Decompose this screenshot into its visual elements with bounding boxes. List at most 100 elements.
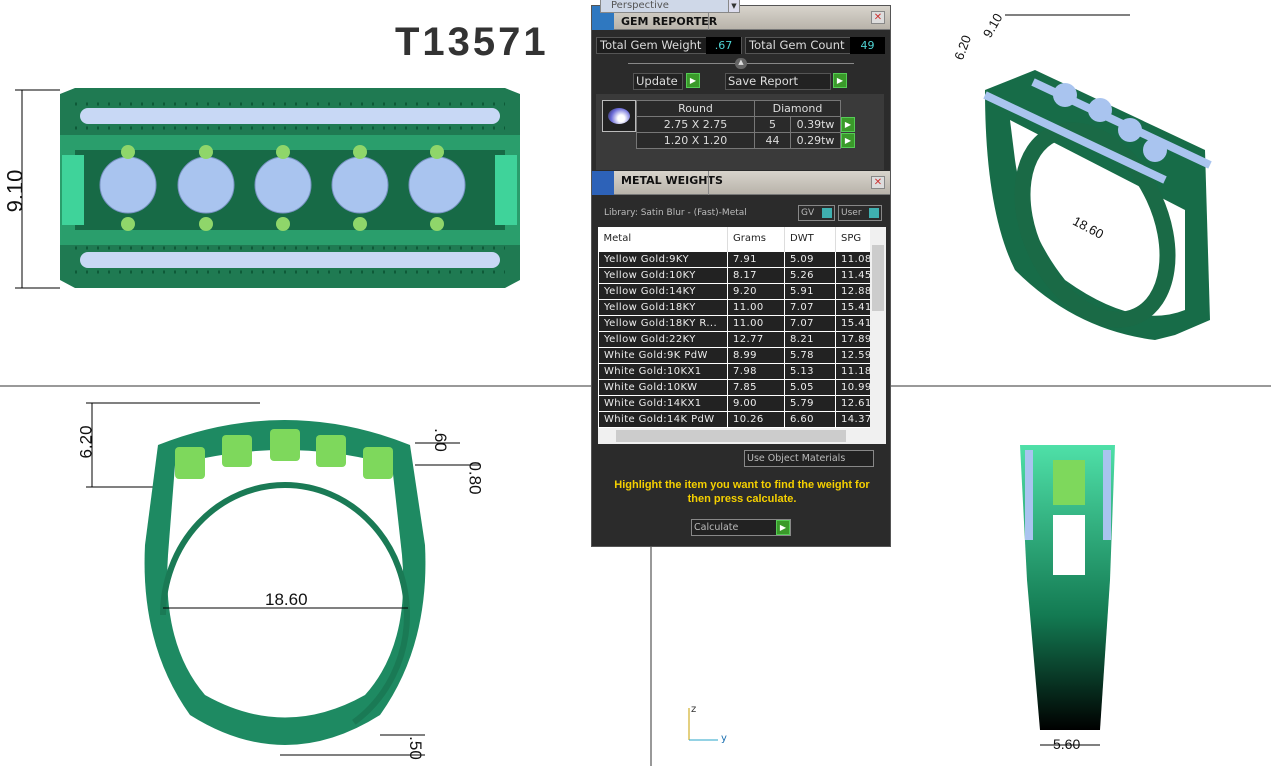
col-header-spg[interactable]: SPG <box>835 227 873 251</box>
metal-spg: 15.41 <box>835 314 873 332</box>
update-go-icon[interactable]: ▶ <box>686 73 700 88</box>
use-object-materials-label: Use Object Materials <box>747 453 846 464</box>
metal-weights-titlebar[interactable]: METAL WEIGHTS ✕ <box>592 171 890 195</box>
close-icon[interactable]: ✕ <box>871 176 885 189</box>
metal-spg: 12.61 <box>835 394 873 412</box>
metal-dwt: 5.78 <box>784 346 836 364</box>
metal-name: Yellow Gold:14KY <box>598 282 728 300</box>
metal-dwt: 7.07 <box>784 314 836 332</box>
metal-grams: 9.20 <box>727 282 785 300</box>
gem-size: 2.75 X 2.75 <box>636 116 755 133</box>
calculate-go-icon[interactable]: ▶ <box>776 520 790 535</box>
metal-spg: 12.88 <box>835 282 873 300</box>
dim-top-height: 9.10 <box>2 169 28 213</box>
metal-name: Yellow Gold:18KY <box>598 298 728 316</box>
gem-reporter-panel: GEM REPORTER ✕ Total Gem Weight .67 Tota… <box>591 5 891 547</box>
metal-spg: 11.45 <box>835 266 873 284</box>
side-view-ring[interactable] <box>1015 440 1125 760</box>
viewport-label: Perspective <box>611 0 669 11</box>
total-gem-count-value: 49 <box>850 37 885 54</box>
metal-name: White Gold:9K PdW <box>598 346 728 364</box>
gem-size: 1.20 X 1.20 <box>636 132 755 149</box>
metal-spg: 12.59 <box>835 346 873 364</box>
gem-row-go-icon[interactable]: ▶ <box>841 133 855 148</box>
viewport-label-dropdown[interactable]: Perspective ▼ <box>600 0 740 13</box>
metal-grams: 11.00 <box>727 298 785 316</box>
user-toggle[interactable]: User <box>838 205 882 221</box>
total-gem-weight-label: Total Gem Weight <box>596 37 742 54</box>
gem-type-header: Diamond <box>754 100 841 117</box>
library-label: Library: Satin Blur - (Fast)-Metal <box>604 208 747 218</box>
gem-count: 44 <box>754 132 791 149</box>
gem-reporter-titlebar[interactable]: GEM REPORTER ✕ <box>592 6 890 30</box>
metal-grams: 7.98 <box>727 362 785 380</box>
metal-name: White Gold:14K PdW <box>598 410 728 428</box>
axis-z-label: z <box>691 704 697 715</box>
calculate-button[interactable]: Calculate <box>691 519 791 536</box>
dim-prong-b: 0.80 <box>465 461 485 495</box>
metal-name: White Gold:14KX1 <box>598 394 728 412</box>
metal-name: White Gold:10KX1 <box>598 362 728 380</box>
dim-shank: .50 <box>405 736 425 760</box>
col-header-dwt[interactable]: DWT <box>784 227 836 251</box>
metal-name: Yellow Gold:22KY <box>598 330 728 348</box>
chevron-down-icon[interactable]: ▼ <box>728 0 739 12</box>
dim-inner-diameter: 18.60 <box>265 590 308 609</box>
metal-spg: 10.99 <box>835 378 873 396</box>
metal-grams: 12.77 <box>727 330 785 348</box>
metal-dwt: 5.79 <box>784 394 836 412</box>
collapse-toggle-icon[interactable]: ▲ <box>735 58 747 69</box>
metal-dwt: 5.91 <box>784 282 836 300</box>
metal-grams: 11.00 <box>727 314 785 332</box>
metal-name: Yellow Gold:18KY R... <box>598 314 728 332</box>
metal-name: White Gold:10KW <box>598 378 728 396</box>
metal-dwt: 7.07 <box>784 298 836 316</box>
metal-name: Yellow Gold:9KY <box>598 250 728 268</box>
front-view-ring[interactable] <box>80 395 500 765</box>
vertical-scrollbar[interactable] <box>870 227 886 428</box>
metal-spg: 11.08 <box>835 250 873 268</box>
model-code: T13571 <box>395 20 549 64</box>
gem-row-go-icon[interactable]: ▶ <box>841 117 855 132</box>
metal-grams: 9.00 <box>727 394 785 412</box>
top-view-ring[interactable] <box>0 80 540 300</box>
iso-view-ring[interactable] <box>955 10 1245 380</box>
total-gem-weight-value: .67 <box>706 37 741 54</box>
metal-grams: 7.85 <box>727 378 785 396</box>
col-header-grams[interactable]: Grams <box>727 227 785 251</box>
gem-weight: 0.39tw <box>790 116 841 133</box>
metal-dwt: 6.60 <box>784 410 836 428</box>
col-header-metal[interactable]: Metal <box>598 227 728 251</box>
metal-dwt: 5.26 <box>784 266 836 284</box>
dim-side-width: 5.60 <box>1053 736 1081 752</box>
gem-count: 5 <box>754 116 791 133</box>
save-report-button[interactable]: Save Report <box>725 73 831 90</box>
metal-dwt: 8.21 <box>784 330 836 348</box>
use-object-materials-toggle[interactable]: Use Object Materials <box>744 450 874 467</box>
metal-name: Yellow Gold:10KY <box>598 266 728 284</box>
close-icon[interactable]: ✕ <box>871 11 885 24</box>
update-button[interactable]: Update <box>633 73 683 90</box>
metal-grams: 10.26 <box>727 410 785 428</box>
gv-toggle[interactable]: GV <box>798 205 835 221</box>
dim-front-height: 6.20 <box>76 425 96 459</box>
horizontal-scrollbar[interactable] <box>598 428 886 444</box>
metal-weights-title: METAL WEIGHTS <box>621 174 723 187</box>
save-report-go-icon[interactable]: ▶ <box>833 73 847 88</box>
gv-label: GV <box>801 208 815 218</box>
axis-gizmo-icon <box>688 708 718 741</box>
